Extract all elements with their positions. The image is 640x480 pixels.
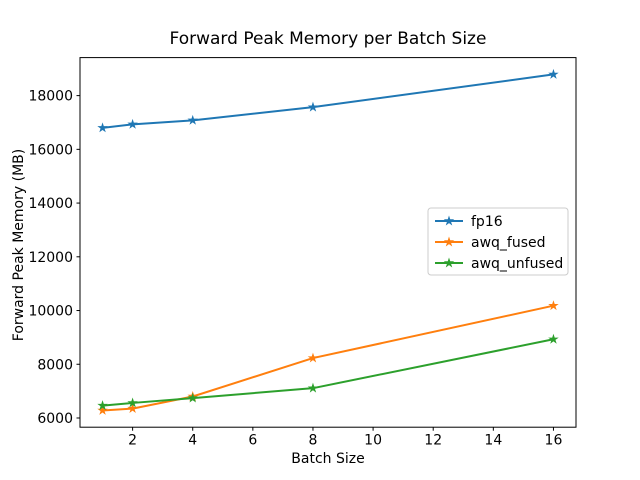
x-tick-label: 12 — [424, 433, 442, 449]
legend-box — [427, 207, 569, 276]
y-tick-label: 12000 — [28, 250, 73, 266]
x-axis-label: Batch Size — [291, 451, 365, 467]
series-marker-fp16 — [548, 68, 559, 79]
x-tick-label: 14 — [484, 433, 502, 449]
legend-label-awq_unfused: awq_unfused — [471, 256, 563, 272]
series-marker-awq_unfused — [548, 333, 559, 344]
x-tick-label: 8 — [309, 433, 318, 449]
plot-frame — [79, 57, 577, 428]
series-marker-awq_fused — [307, 352, 319, 363]
series-marker-awq_fused — [127, 403, 138, 414]
legend-label-awq_fused: awq_fused — [471, 235, 546, 251]
series-marker-awq_unfused — [97, 400, 108, 411]
series-marker-fp16 — [127, 118, 138, 129]
y-axis-label: Forward Peak Memory (MB) — [11, 148, 27, 342]
x-tick-label: 16 — [545, 433, 563, 449]
x-tick-label: 6 — [248, 433, 257, 449]
x-tick-label: 4 — [188, 433, 197, 449]
x-tick-label: 10 — [364, 433, 382, 449]
legend-marker-awq_unfused — [443, 257, 455, 268]
series-marker-fp16 — [307, 101, 319, 112]
legend-label-fp16: fp16 — [471, 214, 503, 230]
chart-title: Forward Peak Memory per Batch Size — [169, 29, 487, 49]
series-marker-awq_unfused — [127, 397, 138, 408]
y-tick-label: 18000 — [28, 89, 73, 105]
series-marker-fp16 — [187, 114, 198, 125]
series-marker-awq_fused — [97, 404, 108, 415]
series-marker-fp16 — [97, 122, 108, 133]
series-line-awq_unfused — [101, 338, 555, 407]
y-tick-label: 16000 — [28, 142, 73, 158]
series-line-fp16 — [101, 73, 555, 129]
y-tick-label: 10000 — [28, 304, 73, 320]
series-marker-awq_unfused — [187, 392, 198, 403]
legend-marker-fp16 — [443, 215, 455, 226]
y-tick-label: 6000 — [37, 411, 73, 427]
series-marker-awq_fused — [548, 300, 559, 311]
series-line-awq_fused — [101, 304, 555, 412]
x-tick-label: 2 — [128, 433, 137, 449]
series-marker-awq_unfused — [307, 382, 319, 393]
legend-marker-awq_fused — [443, 236, 455, 247]
y-tick-label: 8000 — [37, 357, 73, 373]
y-tick-label: 14000 — [28, 196, 73, 212]
